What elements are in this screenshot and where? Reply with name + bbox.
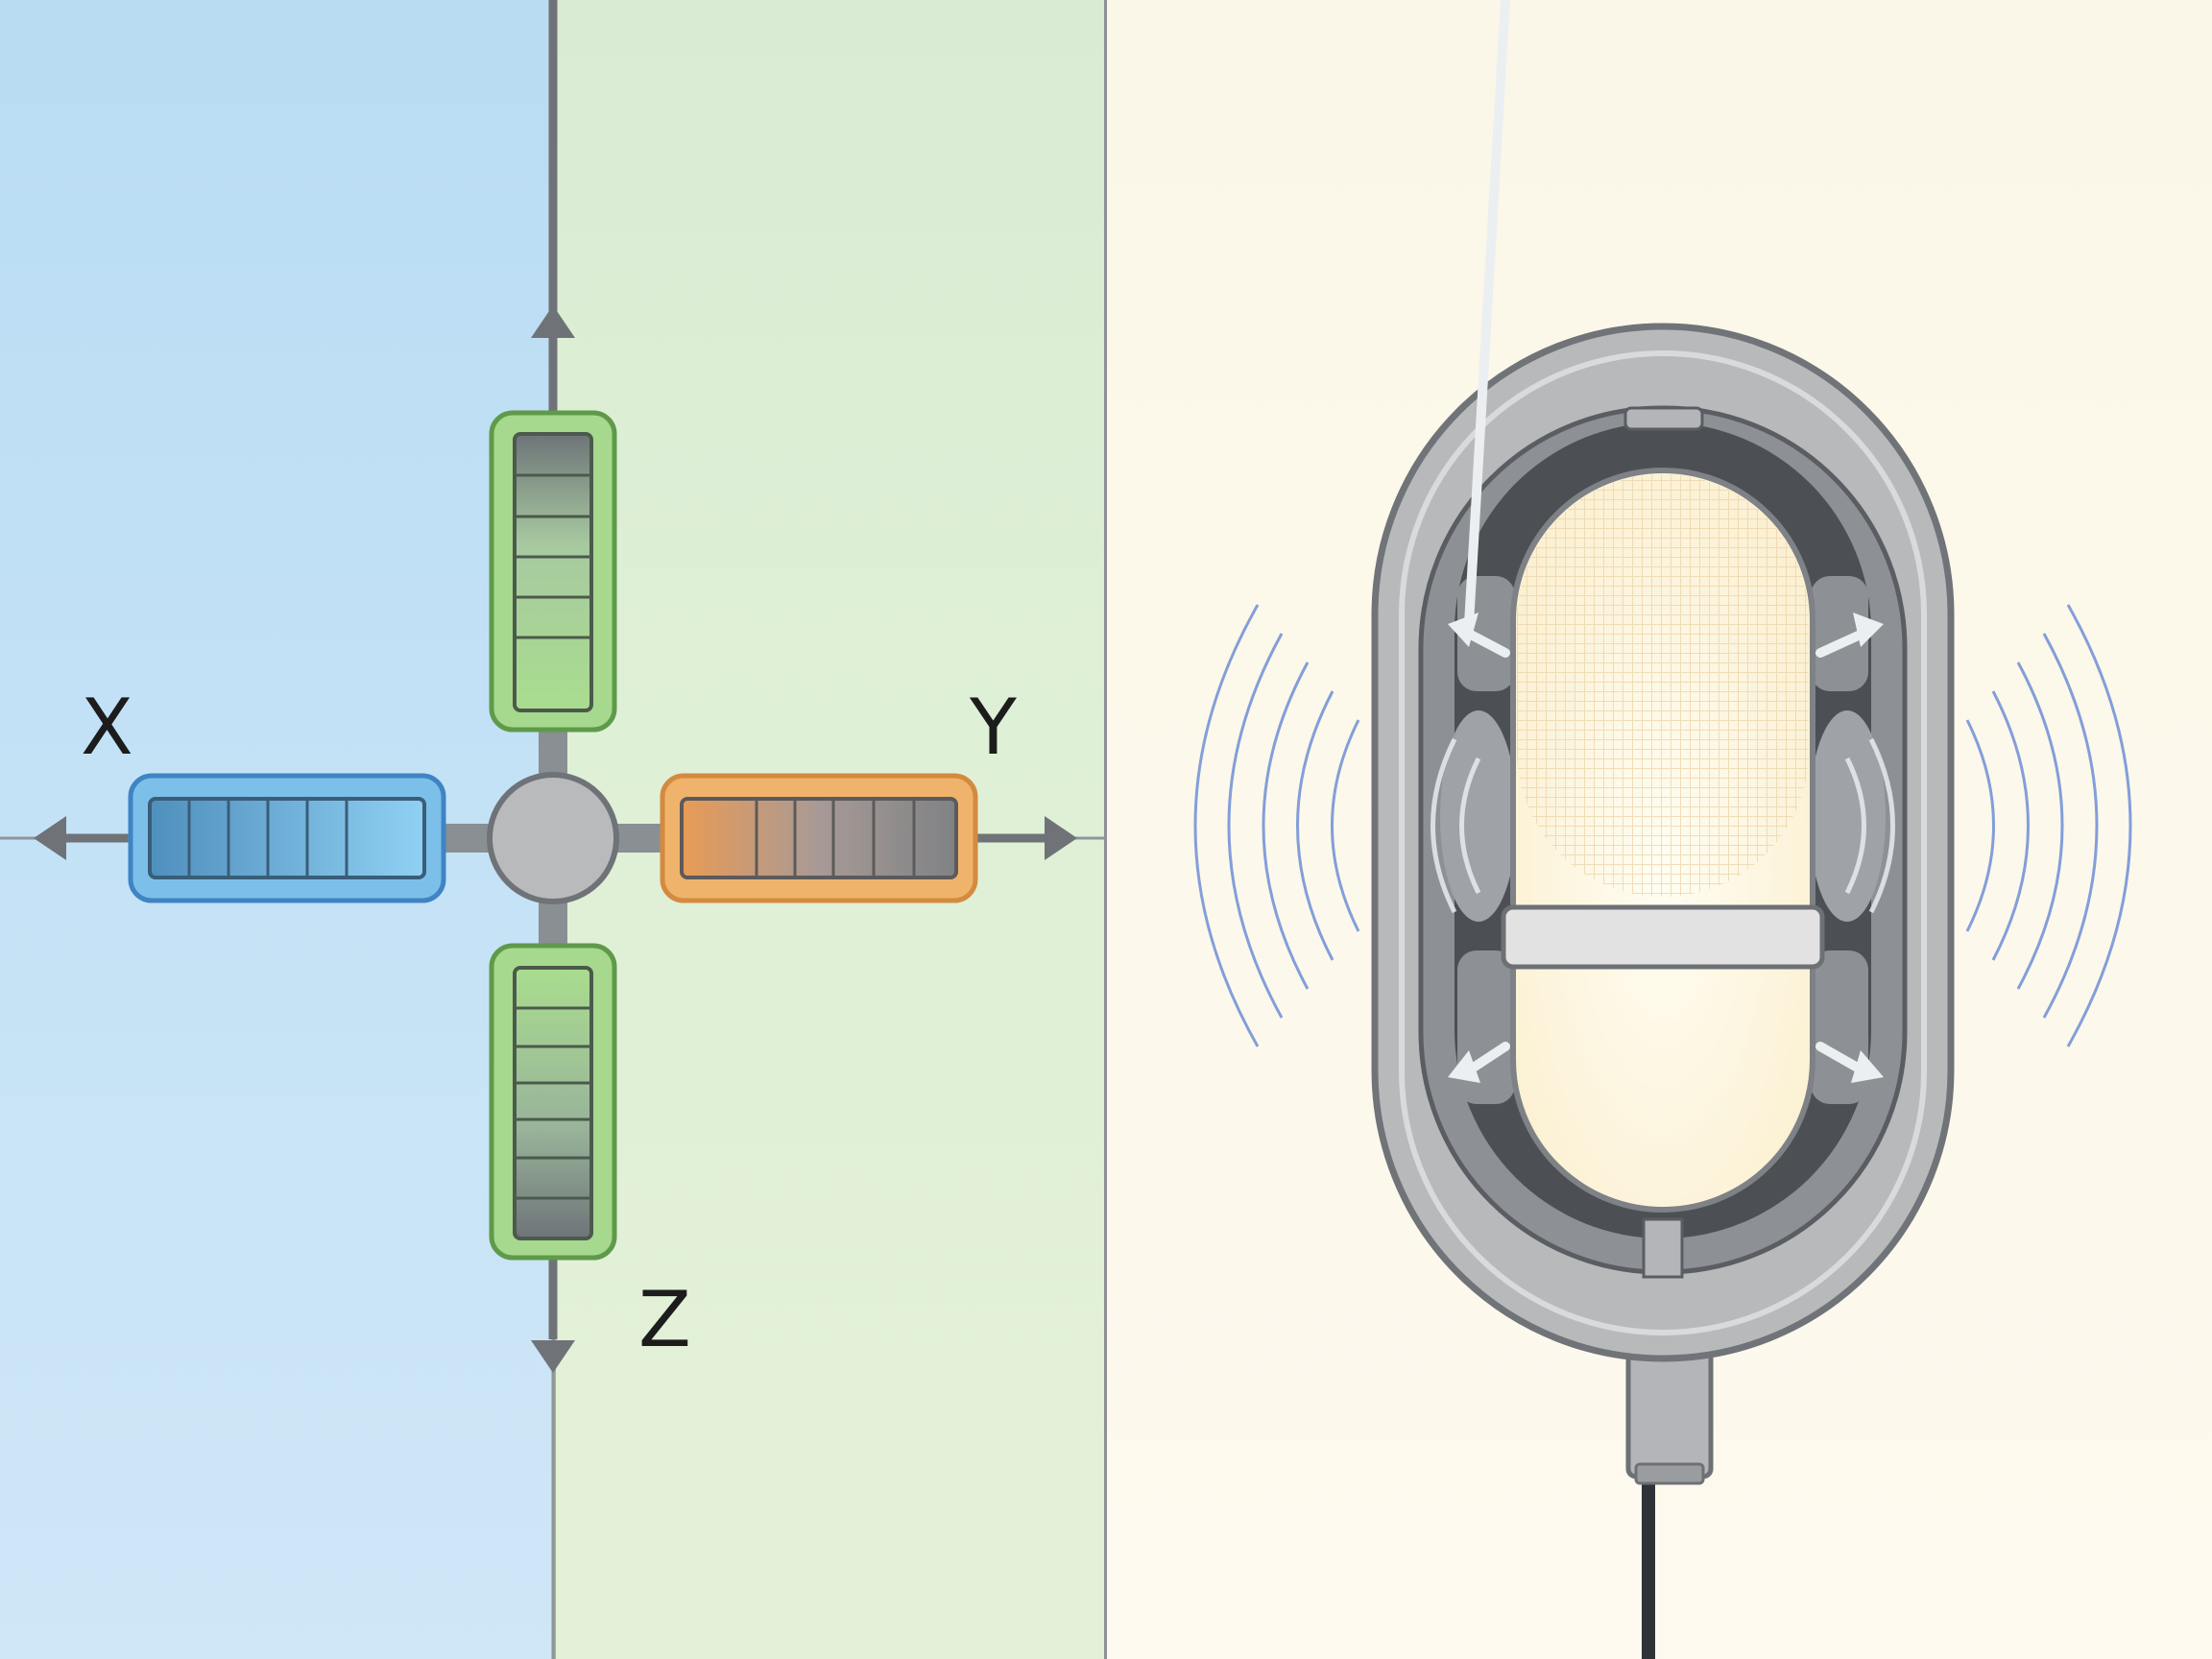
- central-hub: [487, 772, 619, 904]
- arrow-up-icon: [531, 305, 575, 338]
- arrow-right-icon: [1045, 816, 1077, 860]
- microphone-icon: [1371, 0, 1955, 1659]
- arrow-left-icon: [34, 816, 66, 860]
- z-sensor-bottom: [489, 943, 617, 1261]
- x-sensor: [128, 773, 446, 903]
- arrow-shafts: [62, 0, 1046, 1339]
- sound-wave-icon: [1193, 604, 2132, 1047]
- z-axis-label: Z: [638, 1275, 691, 1364]
- y-axis-label: Y: [970, 683, 1017, 772]
- x-axis-label: X: [81, 683, 133, 772]
- arrow-down-icon: [531, 1340, 575, 1373]
- z-sensor-top: [489, 410, 617, 733]
- y-sensor: [660, 773, 978, 903]
